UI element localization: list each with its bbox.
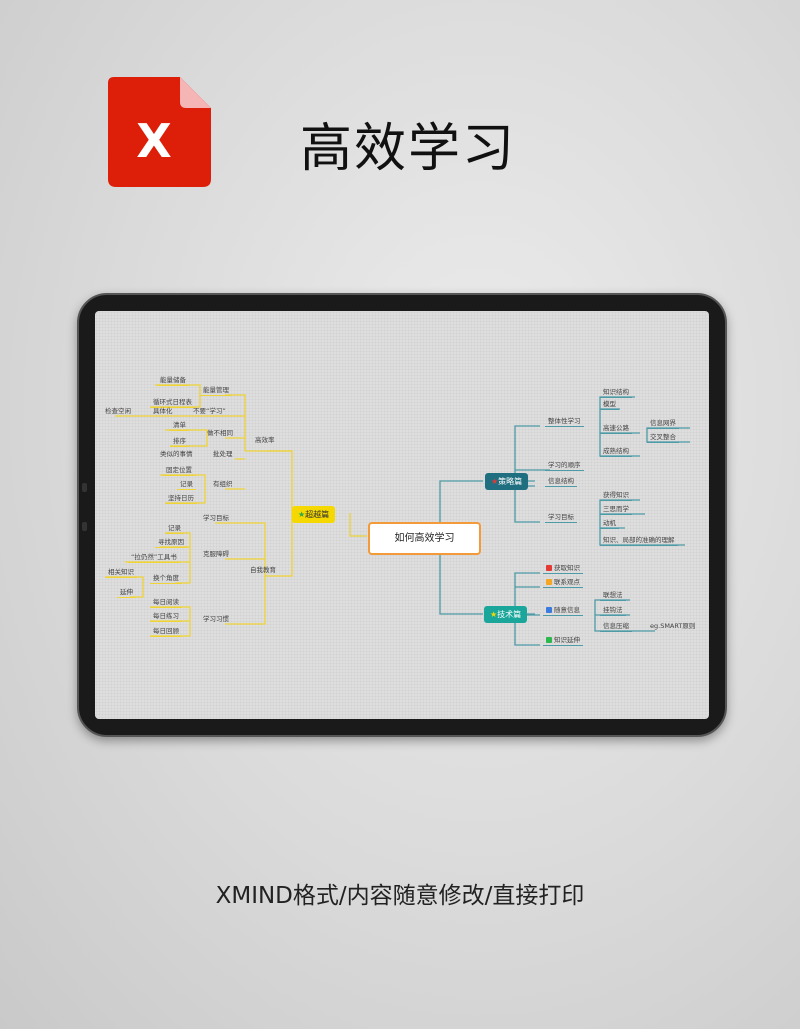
node[interactable]: 相关知识 [105,568,137,578]
star-icon: ★ [491,477,499,486]
node[interactable]: 检查空闲 [105,407,131,415]
node[interactable]: 每日阅读 [150,598,182,608]
node[interactable]: 学习目标 [545,513,577,523]
tablet-camera [82,483,87,492]
mindmap-canvas: 如何高效学习 ★超越篇 ★策略篇 ★技术篇 高效率 能量管理 能量储备 循环式日… [95,311,709,719]
node[interactable]: 交叉整合 [647,433,679,443]
node[interactable]: eg.SMART原则 [650,622,696,630]
node[interactable]: 整体性学习 [545,417,584,427]
tablet-button [82,522,87,531]
page-title: 高效学习 [300,119,517,179]
node[interactable]: 做不相同 [207,429,233,437]
node[interactable]: 能量管理 [200,386,232,396]
node[interactable]: 固定位置 [163,466,195,476]
node[interactable]: 具体化 [153,407,173,415]
node[interactable]: 清单 [170,421,189,431]
node[interactable]: 循环式日程表 [150,398,195,408]
node[interactable]: 坚持日历 [165,494,197,504]
xmind-logo: X [108,77,211,187]
node[interactable]: 动机 [600,519,619,529]
node[interactable]: 联系观点 [543,578,583,588]
node[interactable]: 学习习惯 [203,615,229,623]
svg-text:X: X [136,114,171,168]
node[interactable]: 知识延伸 [543,636,583,646]
node[interactable]: 高效率 [255,436,275,444]
flag-icon [546,579,552,585]
node[interactable]: 每日回顾 [150,627,182,637]
node[interactable]: 有组织 [213,480,233,488]
node[interactable]: 获得知识 [600,491,632,501]
node[interactable]: 排序 [170,437,189,447]
node[interactable]: 类似的事情 [160,450,193,458]
node[interactable]: 延伸 [117,588,136,598]
node[interactable]: 每日练习 [150,612,182,622]
node[interactable]: 知识结构 [600,388,632,398]
node[interactable]: 学习的顺序 [545,461,584,471]
node[interactable]: 自我教育 [250,566,276,574]
subtitle: XMIND格式/内容随意修改/直接打印 [215,883,585,909]
node[interactable]: 寻找原因 [155,538,187,548]
node[interactable]: 学习目标 [203,514,229,522]
node[interactable]: 不要“学习” [193,407,226,415]
node[interactable]: 随意信息 [543,606,583,616]
node[interactable]: 模型 [600,400,619,410]
connector-lines [105,384,690,646]
node[interactable]: 获取知识 [543,564,583,574]
flag-icon [546,565,552,571]
node[interactable]: 批处理 [213,450,233,458]
topic-technique[interactable]: ★技术篇 [484,606,528,623]
node[interactable]: 信息结构 [545,477,577,487]
node[interactable]: 克服障碍 [203,550,229,558]
node[interactable]: 高速公路 [600,424,632,434]
node[interactable]: 成熟结构 [600,447,632,457]
flag-icon [546,637,552,643]
node[interactable]: 联想法 [600,591,626,601]
star-icon: ★ [298,510,306,519]
node[interactable]: 知识、局部的准确的理解 [600,536,678,546]
node[interactable]: 三思而学 [600,505,632,515]
node[interactable]: 记录 [165,524,184,534]
topic-strategy[interactable]: ★策略篇 [485,473,529,490]
node[interactable]: 记录 [177,480,196,490]
node[interactable]: “拉仍然”工具书 [128,553,180,563]
star-icon: ★ [490,610,498,619]
node[interactable]: 能量储备 [157,376,189,386]
central-topic[interactable]: 如何高效学习 [368,522,481,555]
topic-transcend[interactable]: ★超越篇 [292,506,336,523]
flag-icon [546,607,552,613]
node[interactable]: 信息压缩 [600,622,632,632]
node[interactable]: 信息网界 [647,419,679,429]
node[interactable]: 挂钩法 [600,606,626,616]
node[interactable]: 换个角度 [150,574,182,584]
